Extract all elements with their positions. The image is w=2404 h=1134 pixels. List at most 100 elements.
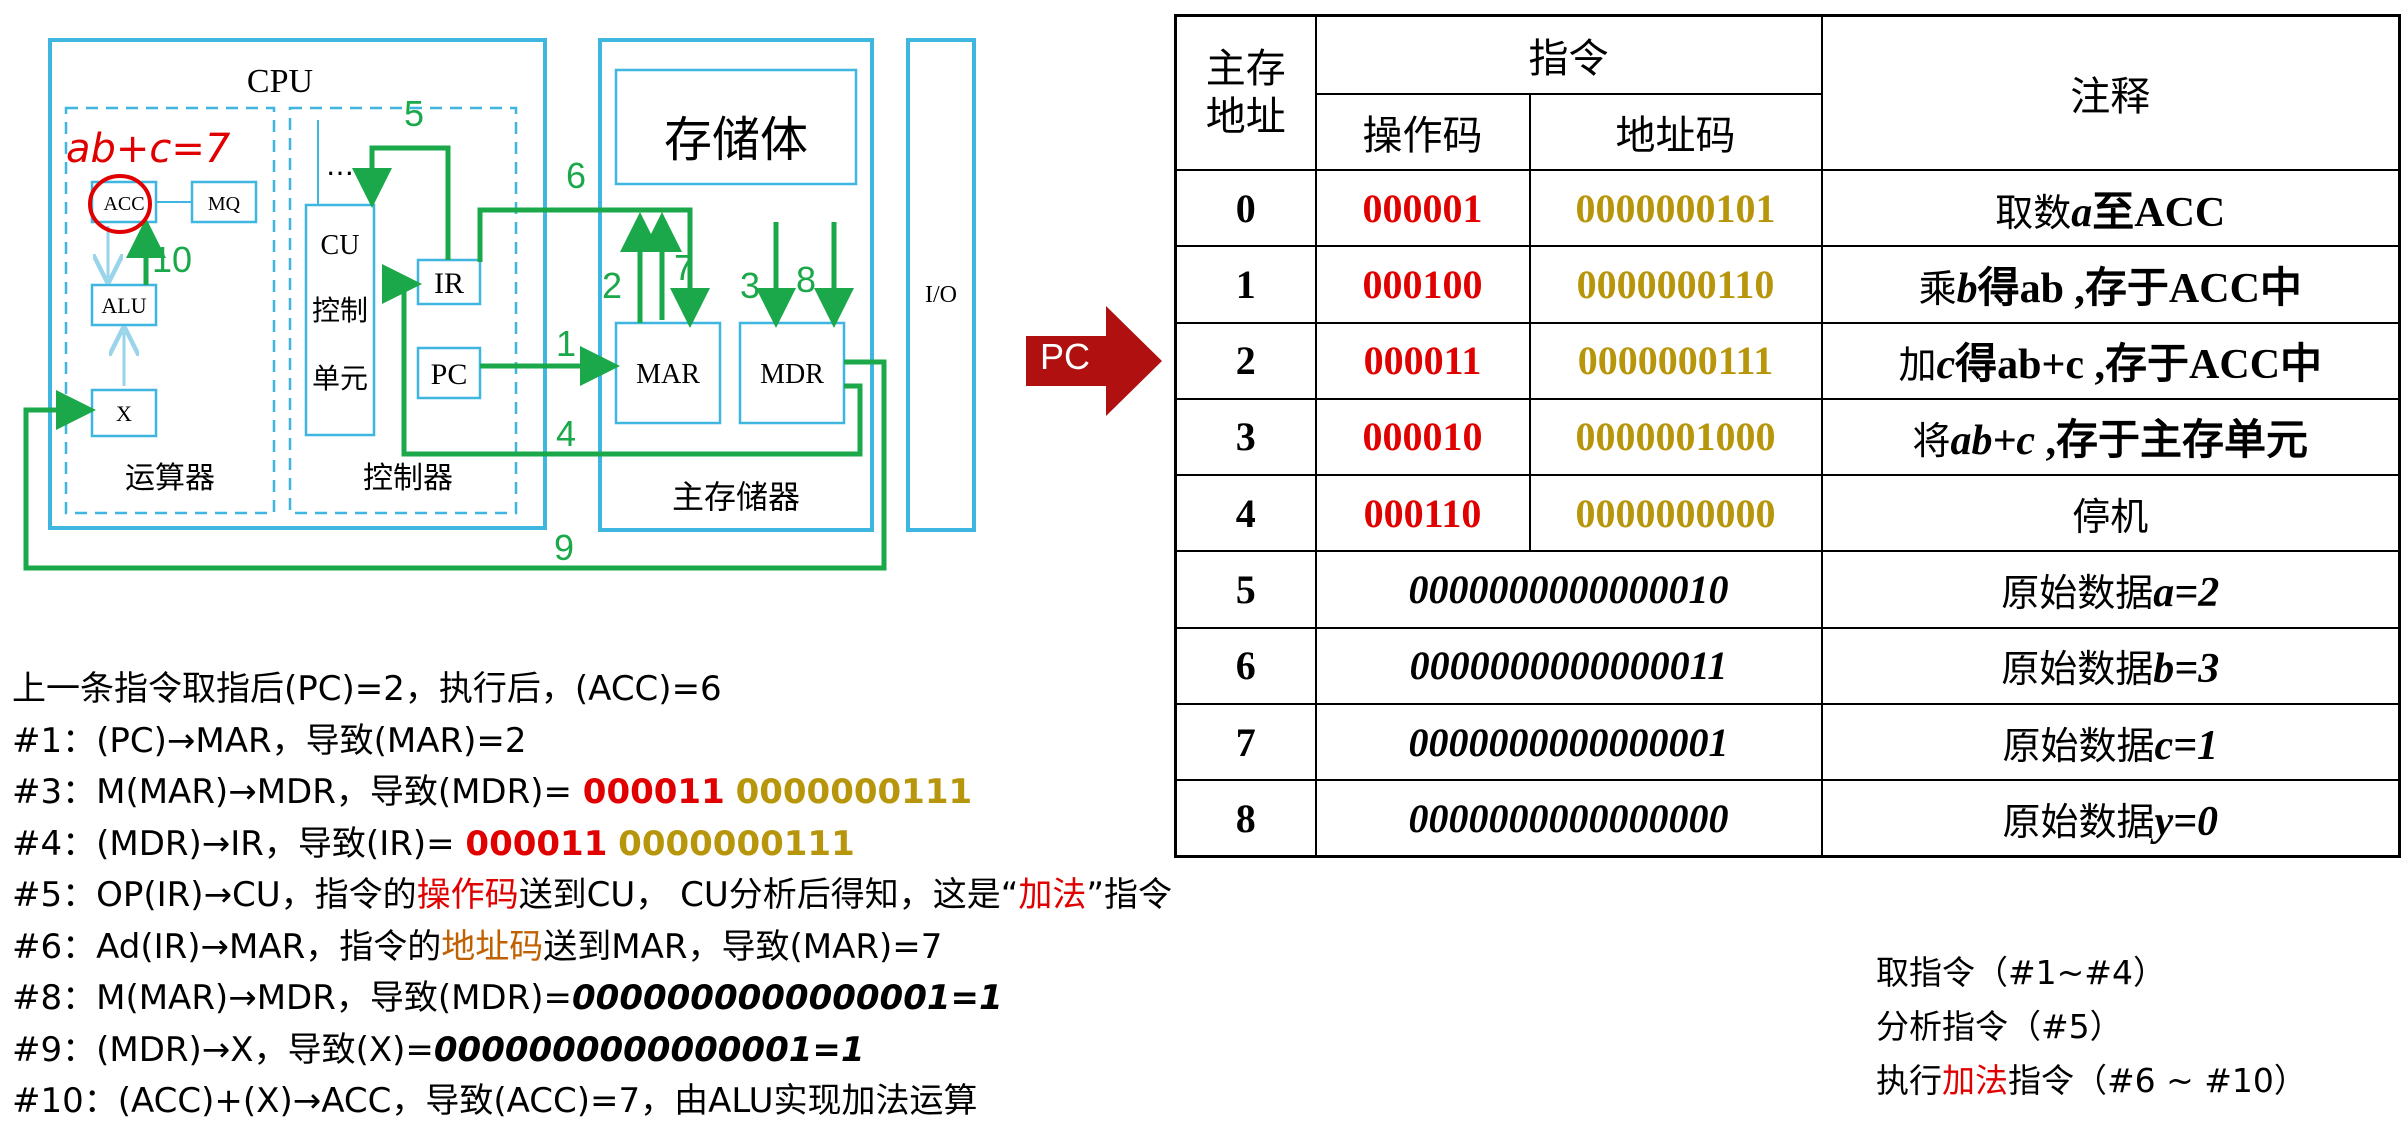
mar-box: [614, 321, 722, 425]
table-row: 0 000001 0000000101 取数a至ACC: [1174, 169, 2401, 248]
alu-box: [90, 283, 158, 327]
row-address: 5: [1174, 550, 1317, 629]
step-10: #10：(ACC)+(X)→ACC，导致(ACC)=7，由ALU实现加法运算: [12, 1081, 978, 1121]
row-opcode: 000010: [1314, 397, 1531, 477]
step-2-number: 2: [602, 265, 622, 306]
row-note: 原始数据b=3: [1820, 626, 2401, 705]
row-addrcode: 0000001000: [1528, 397, 1823, 477]
pc-pointer-arrow: [1026, 306, 1162, 416]
row-note: 取数a至ACC: [1820, 169, 2401, 248]
io-label: I/O: [925, 282, 957, 308]
alu-label: ALU: [101, 293, 146, 318]
mar-label: MAR: [636, 359, 700, 390]
x-register-label: X: [116, 401, 132, 426]
mdr-box: [738, 321, 846, 425]
mdr-label: MDR: [760, 359, 824, 390]
step-5-number: 5: [404, 93, 424, 134]
pc-pointer-label: PC: [1040, 336, 1091, 377]
cpu-box: [48, 38, 547, 530]
alu-unit-box: [64, 106, 276, 515]
step-1-number: 1: [556, 323, 576, 364]
row-note: 原始数据c=1: [1820, 702, 2401, 782]
cu-box: [304, 203, 376, 437]
acc-label: ACC: [103, 193, 144, 215]
table-row: 4 000110 0000000000 停机: [1174, 474, 2401, 553]
step-6-number: 6: [566, 155, 586, 196]
step-7-number: 7: [674, 247, 694, 288]
main-memory-label: 主存储器: [672, 478, 800, 516]
row-address: 1: [1174, 245, 1317, 324]
step-10-number: 10: [152, 239, 192, 280]
cpu-memory-diagram: CPU 运算器 控制器 ACC MQ ALU X 10 ab+c=7 … CU …: [23, 38, 976, 571]
phase-execute: 执行加法指令（#6 ~ #10）: [1876, 1061, 2307, 1100]
alu-unit-label: 运算器: [125, 461, 215, 496]
storage-body-label: 存储体: [664, 112, 808, 168]
row-opcode: 000110: [1314, 474, 1531, 553]
step-4: #4：(MDR)→IR，导致(IR)= 000011 0000000111: [12, 823, 855, 864]
step-9-number: 9: [554, 527, 574, 568]
row-address: 6: [1174, 626, 1317, 705]
row-note: 乘b得ab ,存于ACC中: [1820, 245, 2401, 324]
cu-label: CU: [321, 230, 360, 261]
row-addrcode: 0000000101: [1528, 169, 1823, 248]
header-addrcode: 地址码: [1528, 92, 1823, 172]
step-6-arrow: [477, 207, 710, 328]
cu-control-label-2: 单元: [312, 362, 368, 395]
step-8: #8：M(MAR)→MDR，导致(MDR)=0000000000000001=1: [12, 978, 1003, 1018]
cpu-label: CPU: [247, 63, 313, 100]
row-data: 0000000000000001: [1314, 702, 1823, 782]
phase-fetch: 取指令（#1~#4）: [1876, 953, 2166, 992]
header-note: 注释: [1820, 14, 2401, 172]
storage-body-box: [614, 68, 858, 186]
row-address: 0: [1174, 169, 1317, 248]
step-6: #6：Ad(IR)→MAR，指令的地址码送到MAR，导致(MAR)=7: [12, 926, 943, 967]
step-8-number: 8: [796, 259, 816, 300]
header-opcode: 操作码: [1314, 92, 1531, 172]
row-note: 加c得ab+c ,存于ACC中: [1820, 321, 2401, 400]
table-row: 8 0000000000000000 原始数据y=0: [1174, 779, 2401, 858]
main-memory-box: [598, 38, 874, 532]
cu-control-label-1: 控制: [312, 294, 368, 327]
row-address: 2: [1174, 321, 1317, 400]
row-data: 0000000000000011: [1314, 626, 1823, 705]
pc-box: [416, 346, 482, 400]
step-list: 上一条指令取指后(PC)=2，执行后，(ACC)=6 #1：(PC)→MAR，导…: [12, 664, 1172, 1128]
step-9: #9：(MDR)→X，导致(X)=0000000000000001=1: [12, 1029, 865, 1070]
row-note: 原始数据a=2: [1820, 550, 2401, 629]
program-table: 主存 地址 指令 注释 操作码 地址码 0 000001 0000000101 …: [1174, 14, 2401, 858]
row-note: 原始数据y=0: [1820, 779, 2401, 858]
step-5: #5：OP(IR)→CU，指令的操作码送到CU， CU分析后得知，这是“加法”指…: [12, 875, 1172, 915]
io-box: [906, 38, 976, 532]
control-unit-box: [288, 106, 518, 515]
step-3-number: 3: [740, 265, 760, 306]
row-note: 将ab+c ,存于主存单元: [1820, 397, 2401, 477]
row-addrcode: 0000000000: [1528, 474, 1823, 553]
phase-analyze: 分析指令（#5）: [1876, 1007, 2123, 1046]
step-4-number: 4: [556, 413, 576, 454]
step-9-arrow: [23, 359, 887, 571]
handwritten-note: ab+c=7: [66, 126, 231, 172]
row-opcode: 000001: [1314, 169, 1531, 248]
step-4-arrow: [382, 264, 863, 457]
header-address: 主存 地址: [1174, 14, 1317, 172]
control-unit-label: 控制器: [363, 461, 453, 496]
step-1: #1：(PC)→MAR，导致(MAR)=2: [12, 720, 527, 761]
row-data: 0000000000000000: [1314, 779, 1823, 858]
acc-circle-annotation: [88, 174, 152, 234]
ir-label: IR: [434, 267, 464, 300]
step-3: #3：M(MAR)→MDR，导致(MDR)= 000011 0000000111: [12, 772, 973, 812]
step-intro: 上一条指令取指后(PC)=2，执行后，(ACC)=6: [12, 669, 722, 709]
pc-register-label: PC: [431, 358, 468, 391]
row-opcode: 000011: [1314, 321, 1531, 400]
cu-dots: …: [326, 149, 354, 182]
table-row: 1 000100 0000000110 乘b得ab ,存于ACC中: [1174, 245, 2401, 324]
table-row: 3 000010 0000001000 将ab+c ,存于主存单元: [1174, 397, 2401, 477]
mq-label: MQ: [208, 193, 241, 215]
header-instruction: 指令: [1314, 14, 1823, 95]
mq-box: [190, 180, 258, 224]
table-row: 7 0000000000000001 原始数据c=1: [1174, 702, 2401, 782]
phase-list: 取指令（#1~#4） 分析指令（#5） 执行加法指令（#6 ~ #10）: [1876, 946, 2307, 1108]
row-addrcode: 0000000110: [1528, 245, 1823, 324]
row-opcode: 000100: [1314, 245, 1531, 324]
row-addrcode: 0000000111: [1528, 321, 1823, 400]
